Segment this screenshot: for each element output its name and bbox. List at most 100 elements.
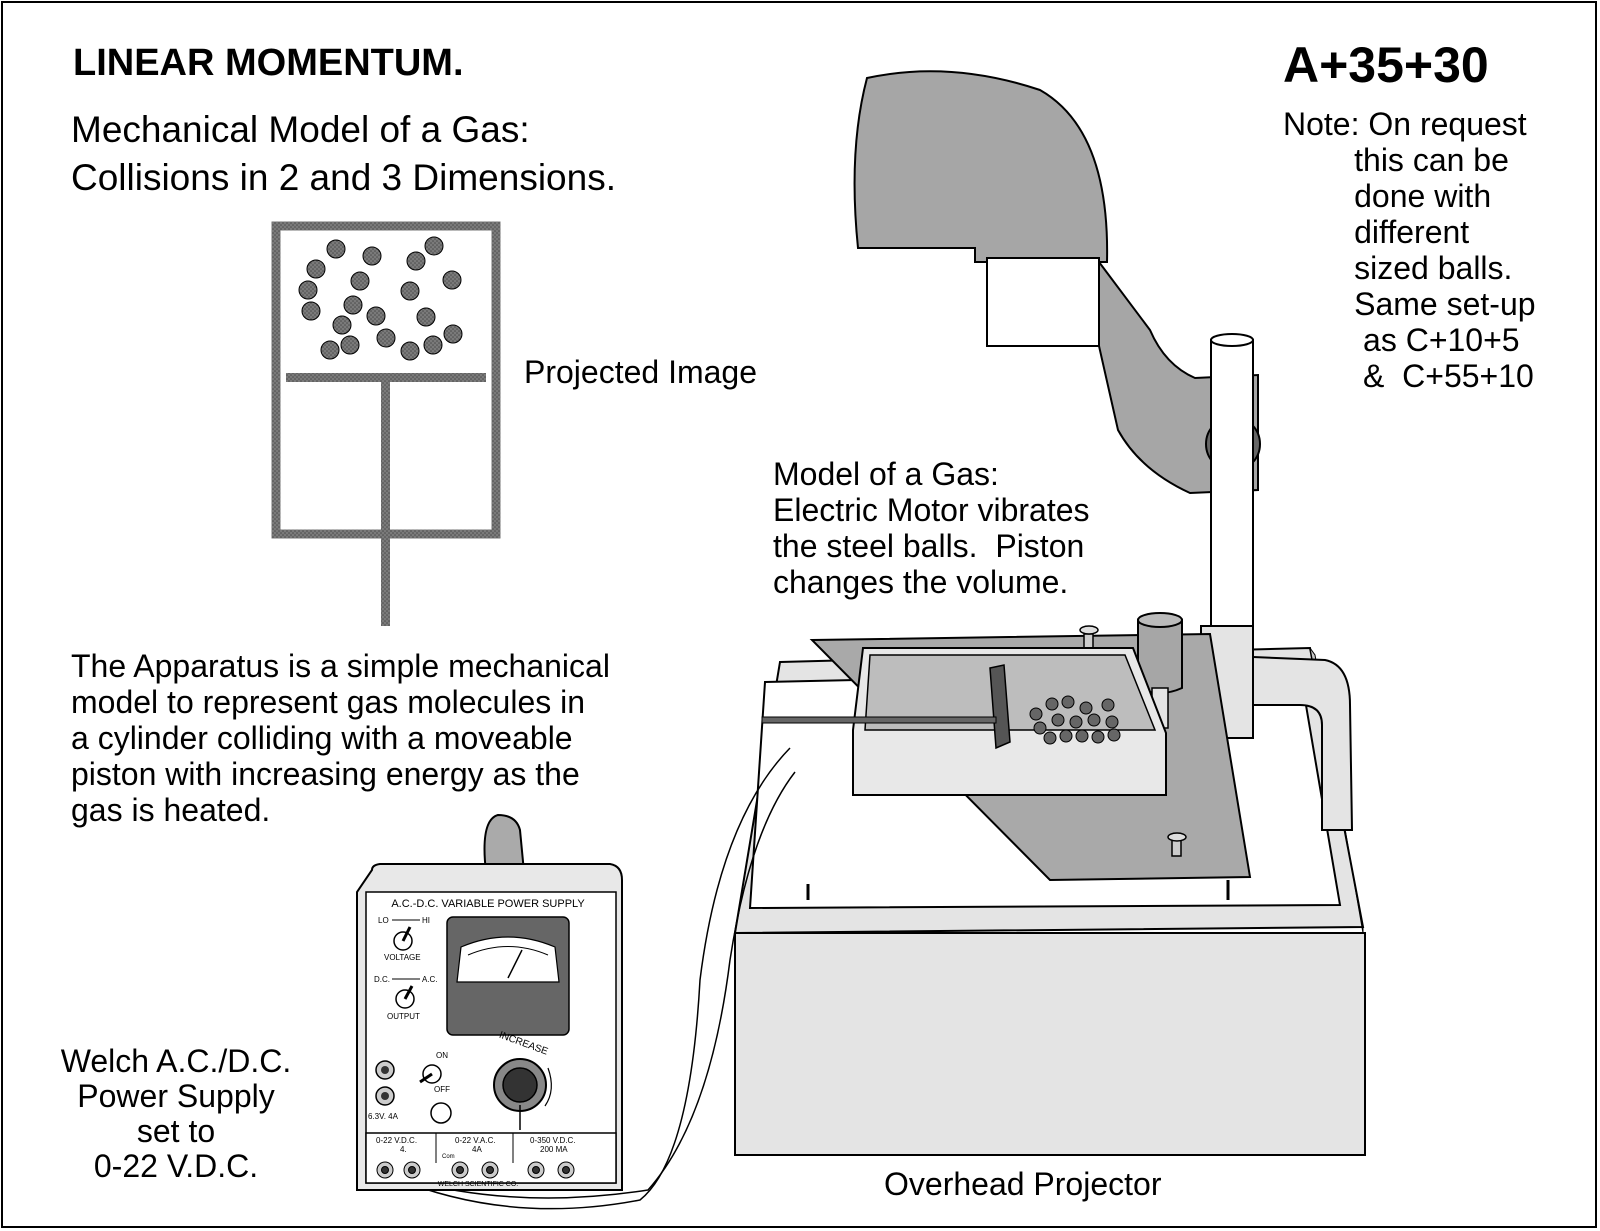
output-jacks xyxy=(376,1161,575,1179)
steel-ball xyxy=(1087,713,1101,727)
tray-balls xyxy=(1029,695,1121,745)
hi-label: HI xyxy=(422,916,430,925)
projected-balls xyxy=(298,236,463,361)
range-current: 4. xyxy=(400,1145,407,1154)
demo-code: A+35+30 xyxy=(1283,37,1489,93)
steel-ball xyxy=(1101,698,1115,712)
off-label: OFF xyxy=(434,1085,450,1094)
description-line: piston with increasing energy as the xyxy=(71,756,580,792)
range-label: 0-350 V.D.C. xyxy=(530,1136,576,1145)
projector-post xyxy=(1210,339,1254,649)
gas-ball xyxy=(326,239,346,259)
gas-ball xyxy=(332,315,352,335)
output-label: OUTPUT xyxy=(387,1012,420,1021)
steel-ball xyxy=(1033,721,1047,735)
steel-ball xyxy=(1091,730,1105,744)
range-current: 4A xyxy=(472,1145,482,1154)
leveling-screw xyxy=(1167,832,1187,842)
gas-ball xyxy=(366,306,386,326)
description-line: The Apparatus is a simple mechanical xyxy=(71,648,610,684)
gas-ball xyxy=(423,335,443,355)
gas-ball xyxy=(400,281,420,301)
piston-rod xyxy=(381,382,390,626)
caption-line: set to xyxy=(136,1113,216,1149)
note-line: this can be xyxy=(1283,142,1509,178)
gas-ball xyxy=(424,236,444,256)
caption-line: 0-22 V.D.C. xyxy=(93,1148,259,1184)
ac-label: A.C. xyxy=(422,975,438,984)
pilot-lamp xyxy=(430,1102,452,1124)
caption-line: Welch A.C./D.C. xyxy=(60,1043,292,1079)
wire xyxy=(394,747,791,1210)
gas-ball xyxy=(301,301,321,321)
caption-line: Electric Motor vibrates xyxy=(773,492,1090,528)
description-line: a cylinder colliding with a moveable xyxy=(71,720,573,756)
on-label: ON xyxy=(436,1051,448,1060)
note-line: Same set-up xyxy=(1283,286,1536,322)
dc-label: D.C. xyxy=(374,975,390,984)
note-line: as C+10+5 xyxy=(1283,322,1520,358)
steel-ball xyxy=(1079,701,1093,715)
description-line: gas is heated. xyxy=(71,792,271,828)
note-line: different xyxy=(1283,214,1470,250)
jack-hole xyxy=(456,1166,464,1174)
steel-ball xyxy=(1043,731,1057,745)
subtitle-line: Collisions in 2 and 3 Dimensions. xyxy=(71,157,616,198)
steel-ball xyxy=(1069,715,1083,729)
projected-image xyxy=(271,221,501,626)
supply-name: A.C.-D.C. VARIABLE POWER SUPPLY xyxy=(391,898,585,910)
steel-ball xyxy=(1059,729,1073,743)
gas-ball xyxy=(298,280,318,300)
piston-head xyxy=(286,373,486,382)
leveling-screw xyxy=(1079,625,1099,635)
lo-label: LO xyxy=(378,916,389,925)
gas-ball xyxy=(416,307,436,327)
carry-handle xyxy=(483,813,525,873)
vibrator-plate xyxy=(761,612,1252,900)
wire xyxy=(407,771,796,1199)
jack-hole xyxy=(562,1166,570,1174)
gas-ball xyxy=(306,259,326,279)
jack-hole xyxy=(381,1166,389,1174)
gas-ball xyxy=(406,251,426,271)
note-line: & C+55+10 xyxy=(1283,358,1534,394)
caption-line: Model of a Gas: xyxy=(773,456,999,492)
note-line: done with xyxy=(1283,178,1492,214)
jack-hole xyxy=(532,1166,540,1174)
steel-ball xyxy=(1061,695,1075,709)
steel-ball xyxy=(1029,707,1043,721)
caption-line: Power Supply xyxy=(77,1078,275,1114)
range-label: 0-22 V.D.C. xyxy=(376,1136,417,1145)
voltage-label: VOLTAGE xyxy=(384,953,421,962)
page-title: LINEAR MOMENTUM. xyxy=(73,42,464,84)
meter-needle xyxy=(507,949,523,979)
steel-ball xyxy=(1051,713,1065,727)
maker-label: WELCH SCIENTIFIC CO. xyxy=(438,1181,519,1188)
steel-ball xyxy=(1045,697,1059,711)
jack-hole xyxy=(486,1166,494,1174)
tap-label: 6.3V. 4A xyxy=(368,1112,399,1121)
power-supply: A.C.-D.C. VARIABLE POWER SUPPLY LO HI VO… xyxy=(356,813,623,1191)
side-note: Note: On request this can be done with d… xyxy=(1283,106,1536,394)
gas-ball xyxy=(376,328,396,348)
subtitle-line: Mechanical Model of a Gas: xyxy=(71,109,530,150)
gas-ball xyxy=(362,246,382,266)
range-current: 200 MA xyxy=(540,1145,568,1154)
steel-ball xyxy=(1105,715,1119,729)
gas-ball xyxy=(350,271,370,291)
projector-head xyxy=(853,70,1261,649)
com-label: Com xyxy=(442,1154,455,1160)
gas-ball xyxy=(443,324,463,344)
gas-ball xyxy=(340,335,360,355)
description-line: model to represent gas molecules in xyxy=(71,684,586,720)
gas-ball xyxy=(400,341,420,361)
range-label: 0-22 V.A.C. xyxy=(455,1136,496,1145)
caption-line: the steel balls. Piston xyxy=(773,528,1085,564)
note-line: Note: On request xyxy=(1283,106,1527,142)
projector-lens-box xyxy=(986,257,1100,347)
subtitle: Mechanical Model of a Gas: Collisions in… xyxy=(71,106,616,202)
note-line: sized balls. xyxy=(1283,250,1513,286)
